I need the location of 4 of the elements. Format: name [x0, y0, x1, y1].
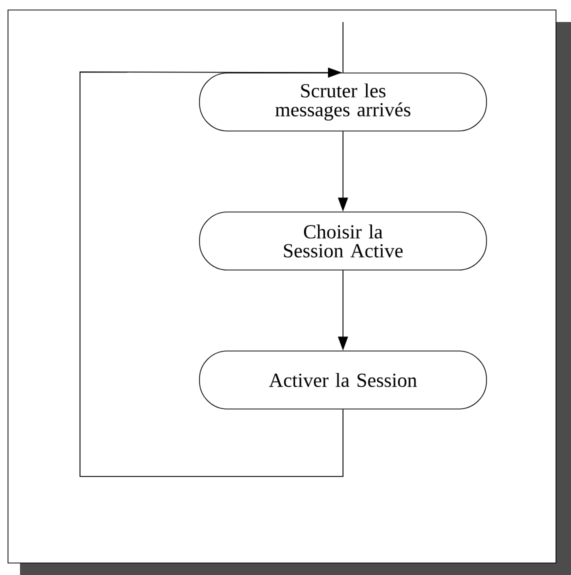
arrow — [80, 67, 344, 477]
process-box: Scruter les messages arrivés — [199, 72, 487, 132]
process-box: Activer la Session — [199, 350, 487, 410]
process-box: Choisir la Session Active — [199, 212, 487, 270]
